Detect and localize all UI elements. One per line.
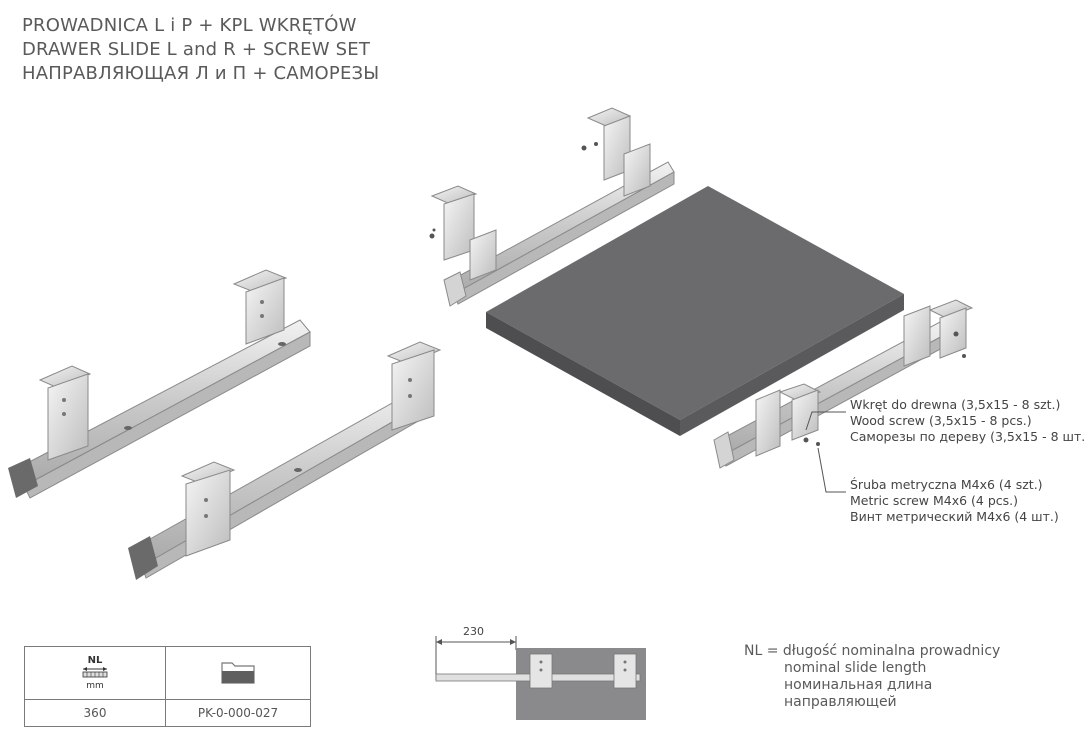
drawer-slide-bottom <box>713 299 974 493</box>
metric-screw-callout: Śruba metryczna M4x6 (4 szt.) Metric scr… <box>850 477 1059 525</box>
spec-header-length: NL mm <box>24 646 166 700</box>
drawer-slide-left-back <box>8 269 311 499</box>
drawer-board <box>486 186 904 436</box>
nl-legend-en: nominal slide length <box>784 660 927 676</box>
wood-screw-ru: Саморезы по дереву (3,5x15 - 8 шт.) <box>850 429 1086 444</box>
dimension-drawing <box>435 636 646 720</box>
drawer-slide-left-front <box>128 341 442 580</box>
wood-screw-en: Wood screw (3,5x15 - 8 pcs.) <box>850 413 1032 428</box>
metric-screw-pl: Śruba metryczna M4x6 (4 szt.) <box>850 477 1043 492</box>
drawer-slide-top <box>429 107 675 307</box>
title-line-en: DRAWER SLIDE L and R + SCREW SET <box>22 39 371 60</box>
title-line-ru: НАПРАВЛЯЮЩАЯ Л и П + САМОРЕЗЫ <box>22 63 380 84</box>
spec-header-code <box>165 646 311 700</box>
slide-length-icon: NL mm <box>82 655 108 691</box>
nl-legend-pl: NL = długość nominalna prowadnicy <box>744 643 1001 659</box>
dimension-label: 230 <box>463 625 484 638</box>
title-line-pl: PROWADNICA L i P + KPL WKRĘTÓW <box>22 15 357 36</box>
spec-table-header-row: NL mm <box>24 646 311 700</box>
nl-legend-ru: номинальная длина <box>784 677 933 693</box>
folder-icon <box>221 661 255 684</box>
spec-length-value: 360 <box>24 699 166 727</box>
spec-code-value: PK-0-000-027 <box>165 699 311 727</box>
metric-screw-en: Metric screw M4x6 (4 pcs.) <box>850 493 1019 508</box>
spec-table-value-row: 360 PK-0-000-027 <box>24 699 311 727</box>
spec-table: NL mm 360 PK-0-000-027 <box>24 646 311 727</box>
wood-screw-pl: Wkręt do drewna (3,5x15 - 8 szt.) <box>850 397 1061 412</box>
nl-legend: NL = długość nominalna prowadnicy nomina… <box>744 643 1000 711</box>
page-title: PROWADNICA L i P + KPL WKRĘTÓW DRAWER SL… <box>22 14 379 86</box>
metric-screw-ru: Винт метрический M4x6 (4 шт.) <box>850 509 1059 524</box>
nl-legend-ru2: направляющей <box>784 694 897 710</box>
wood-screw-callout: Wkręt do drewna (3,5x15 - 8 szt.) Wood s… <box>850 397 1086 445</box>
